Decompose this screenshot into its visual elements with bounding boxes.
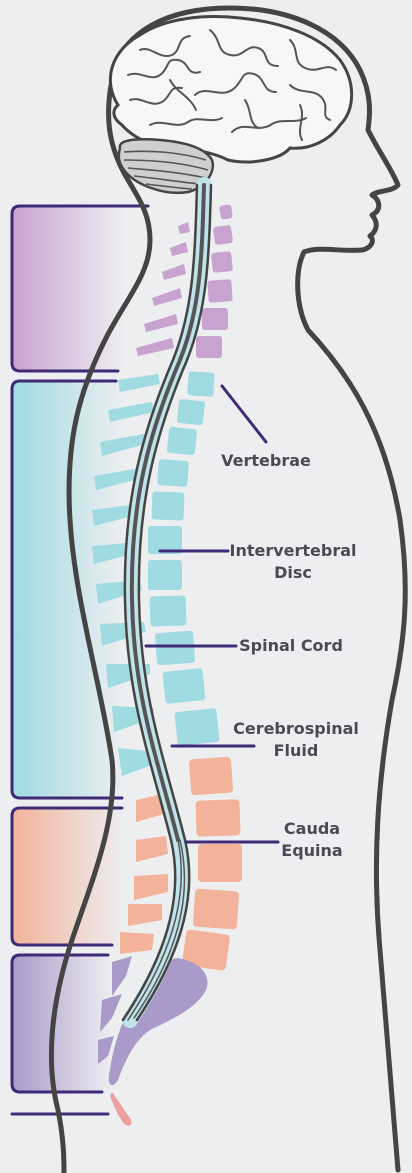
brain: [110, 17, 351, 193]
cervical-region-panel: [12, 206, 124, 371]
intervertebral-disc-label-line1: Intervertebral: [226, 540, 360, 562]
cerebrospinal-fluid-label-line2: Fluid: [230, 740, 362, 762]
cerebrospinal-fluid-label: Cerebrospinal Fluid: [230, 718, 362, 762]
cauda-equina-label: Cauda Equina: [276, 818, 348, 862]
coccyx: [110, 1092, 132, 1126]
cauda-equina-label-line1: Cauda: [276, 818, 348, 840]
vertebrae-label-text: Vertebrae: [216, 450, 316, 472]
vertebrae-leader: [222, 386, 266, 442]
intervertebral-disc-label-line2: Disc: [226, 562, 360, 584]
cauda-equina-label-line2: Equina: [276, 840, 348, 862]
cerebrospinal-fluid-label-line1: Cerebrospinal: [230, 718, 362, 740]
vertebrae-label: Vertebrae: [216, 450, 316, 472]
intervertebral-disc-label: Intervertebral Disc: [226, 540, 360, 584]
spinal-cord-label-text: Spinal Cord: [236, 635, 346, 657]
spinal-cord-label: Spinal Cord: [236, 635, 346, 657]
region-panels: [12, 206, 148, 1114]
